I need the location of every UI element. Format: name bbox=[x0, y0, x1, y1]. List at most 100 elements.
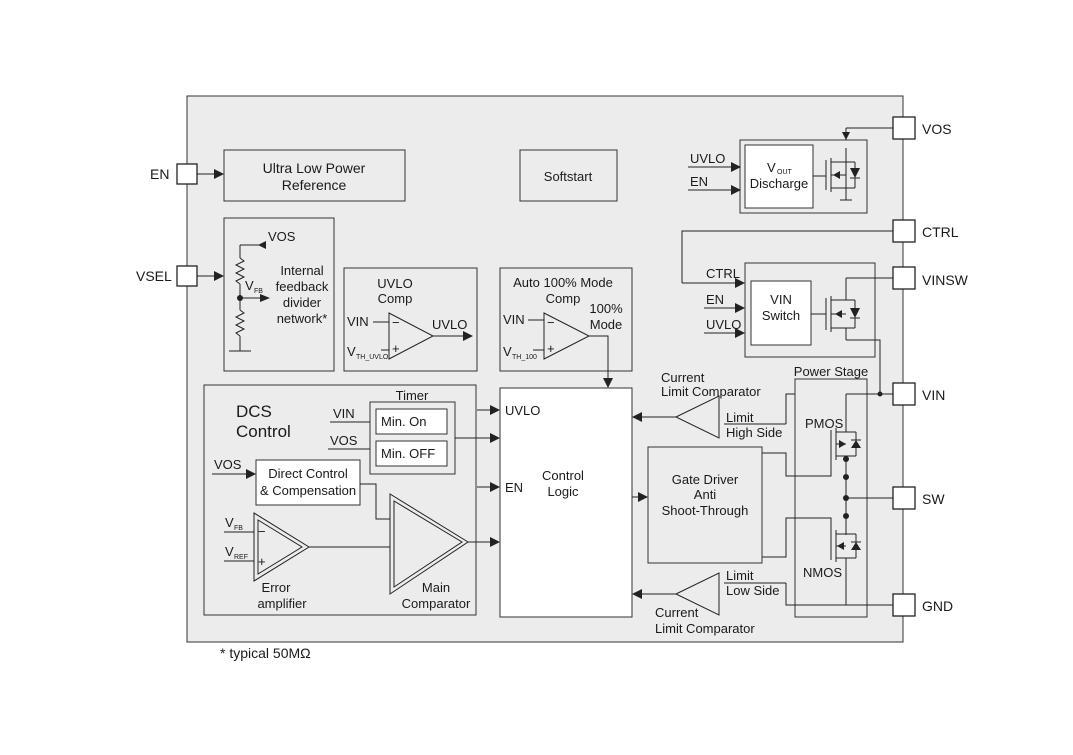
vsel-arrow bbox=[214, 271, 224, 281]
uvlo-comp-block bbox=[343, 267, 478, 372]
feedback-label-1: Internal bbox=[280, 263, 323, 278]
current-limit-low-arrow bbox=[632, 589, 642, 599]
pin-gnd: GND bbox=[892, 593, 953, 617]
discharge-mosfet-symbol bbox=[813, 148, 860, 201]
control-logic-uvlo-arrow bbox=[490, 405, 500, 415]
main-comparator-label-1: Main bbox=[422, 580, 450, 595]
gate-to-pmos-wire bbox=[762, 452, 832, 477]
uvlo-comp-label-2: Comp bbox=[378, 291, 413, 306]
pmos-node-dot bbox=[843, 456, 849, 462]
uvlo-comp-triangle bbox=[388, 312, 435, 360]
control-logic-en-label: EN bbox=[505, 480, 523, 495]
control-logic-block bbox=[499, 387, 633, 618]
current-limit-top-label-2: Limit Comparator bbox=[661, 384, 761, 399]
error-amp-vfb-sub: FB bbox=[234, 525, 243, 532]
error-amp-vref-v: V bbox=[225, 544, 234, 559]
pin-vinsw-label: VINSW bbox=[922, 272, 969, 288]
pin-vin: VIN bbox=[892, 382, 945, 406]
direct-control-to-main-wire bbox=[360, 483, 392, 520]
timer-vos-label: VOS bbox=[330, 433, 358, 448]
discharge-en-arrow bbox=[731, 185, 741, 195]
vin-switch-label-2: Switch bbox=[762, 308, 800, 323]
auto100-out-label-2: Mode bbox=[590, 317, 623, 332]
reference-label-2: Reference bbox=[282, 177, 347, 193]
vout-discharge-label: Discharge bbox=[750, 176, 809, 191]
vinsw-uvlo-label: UVLO bbox=[706, 317, 741, 332]
control-logic-uvlo-label: UVLO bbox=[505, 403, 540, 418]
pin-gnd-label: GND bbox=[922, 598, 953, 614]
control-logic-label-2: Logic bbox=[547, 484, 579, 499]
uvlo-comp-label-1: UVLO bbox=[377, 276, 412, 291]
auto100-out-label-1: 100% bbox=[589, 301, 623, 316]
gate-to-nmos-wire bbox=[762, 517, 832, 558]
timer-min-on-label: Min. On bbox=[381, 414, 427, 429]
error-amp-vfb-v: V bbox=[225, 515, 234, 530]
feedback-vfb-v: V bbox=[245, 278, 254, 293]
main-comparator-to-logic-arrow bbox=[490, 537, 500, 547]
auto100-out-arrow bbox=[603, 378, 613, 388]
reference-block bbox=[223, 149, 406, 202]
limit-low-sense-wire bbox=[785, 583, 846, 606]
pin-sw-label: SW bbox=[922, 491, 945, 507]
ctrl-routing-wire bbox=[681, 230, 893, 283]
timer-label: Timer bbox=[396, 388, 429, 403]
discharge-uvlo-label: UVLO bbox=[690, 151, 725, 166]
uvlo-comp-plus: + bbox=[392, 341, 400, 356]
limit-low-label-2: Low Side bbox=[726, 583, 779, 598]
error-amp-triangle-inner bbox=[257, 519, 303, 575]
discharge-uvlo-arrow bbox=[731, 162, 741, 172]
auto100-minus: − bbox=[547, 315, 555, 330]
current-limit-low-triangle bbox=[674, 572, 720, 616]
pin-vos: VOS bbox=[892, 116, 952, 140]
feedback-label-2: feedback bbox=[276, 279, 329, 294]
pin-vos-label: VOS bbox=[922, 121, 952, 137]
limit-high-label-1: Limit bbox=[726, 410, 754, 425]
gate-driver-block bbox=[647, 446, 763, 564]
current-limit-high-triangle bbox=[674, 395, 720, 439]
pin-en-label: EN bbox=[150, 166, 169, 182]
uvlo-comp-vin-label: VIN bbox=[347, 314, 369, 329]
feedback-vos-arrow bbox=[258, 241, 266, 249]
control-logic-label-1: Control bbox=[542, 468, 584, 483]
auto100-plus: + bbox=[547, 341, 555, 356]
timer-min-off-box bbox=[375, 440, 448, 467]
current-limit-high-arrow bbox=[632, 412, 642, 422]
uvlo-comp-out-arrow bbox=[463, 331, 473, 341]
vin-switch-mosfet-symbol bbox=[811, 278, 860, 340]
pin-vinsw: VINSW bbox=[892, 266, 969, 290]
main-comparator-label-2: Comparator bbox=[402, 596, 471, 611]
current-limit-bot-label-1: Current bbox=[655, 605, 699, 620]
vos-to-discharge-arrow bbox=[842, 132, 850, 140]
pin-ctrl-label: CTRL bbox=[922, 224, 959, 240]
vinsw-ctrl-arrow bbox=[735, 278, 745, 288]
current-limit-top-label-1: Current bbox=[661, 370, 705, 385]
feedback-label-3: divider bbox=[283, 295, 322, 310]
vout-discharge-v: V bbox=[767, 160, 776, 175]
pin-en: EN bbox=[150, 163, 198, 185]
timer-min-off-label: Min. OFF bbox=[381, 446, 435, 461]
vinsw-ctrl-label: CTRL bbox=[706, 266, 740, 281]
pmos-source-dot bbox=[843, 474, 849, 480]
uvlo-comp-vth-v: V bbox=[347, 344, 356, 359]
vinsw-en-label: EN bbox=[706, 292, 724, 307]
direct-control-label-1: Direct Control bbox=[268, 466, 348, 481]
gate-driver-label-1: Gate Driver bbox=[672, 472, 739, 487]
en-to-reference-arrow bbox=[214, 169, 224, 179]
pin-vin-label: VIN bbox=[922, 387, 945, 403]
auto100-vin-label: VIN bbox=[503, 312, 525, 327]
power-stage-label: Power Stage bbox=[794, 364, 868, 379]
auto100-vth-sub: TH_100 bbox=[512, 354, 537, 361]
uvlo-comp-minus: − bbox=[392, 315, 400, 330]
gate-driver-label-3: Shoot-Through bbox=[662, 503, 749, 518]
main-comparator-triangle-inner bbox=[393, 500, 463, 588]
softstart-label: Softstart bbox=[544, 169, 593, 184]
pin-vsel-label: VSEL bbox=[136, 268, 172, 284]
error-amp-label-1: Error bbox=[262, 580, 292, 595]
direct-control-vos-label: VOS bbox=[214, 457, 242, 472]
direct-control-block bbox=[255, 459, 361, 506]
nmos-symbol bbox=[830, 530, 861, 605]
feedback-resistor-bottom bbox=[229, 298, 251, 352]
feedback-label-4: network* bbox=[277, 311, 328, 326]
error-amp-minus: − bbox=[258, 524, 266, 539]
